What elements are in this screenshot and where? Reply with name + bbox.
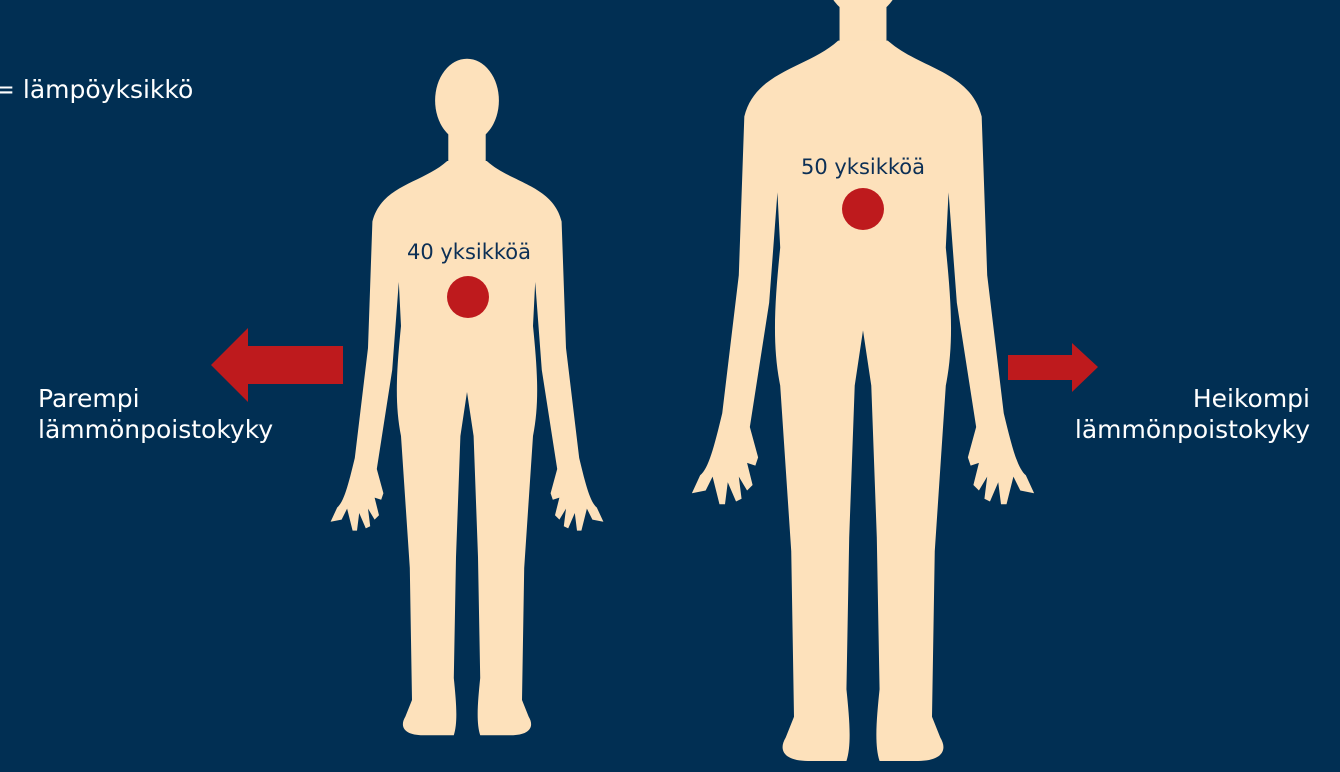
large-figure-units-label: 50 yksikköä xyxy=(801,155,925,179)
right-caption-line1: Heikompi xyxy=(1075,383,1310,414)
small-human-figure xyxy=(331,59,604,736)
large-human-figure xyxy=(692,0,1034,761)
left-caption-line2: lämmönpoistokyky xyxy=(38,414,273,445)
heat-dot-small xyxy=(447,276,489,318)
right-caption-line2: lämmönpoistokyky xyxy=(1075,414,1310,445)
small-figure-units-label: 40 yksikköä xyxy=(407,240,531,264)
left-caption-line1: Parempi xyxy=(38,383,273,414)
heat-dot-large xyxy=(842,188,884,230)
left-caption: Parempi lämmönpoistokyky xyxy=(38,383,273,445)
legend-text: = lämpöyksikkö xyxy=(0,74,193,105)
right-caption: Heikompi lämmönpoistokyky xyxy=(1075,383,1310,445)
